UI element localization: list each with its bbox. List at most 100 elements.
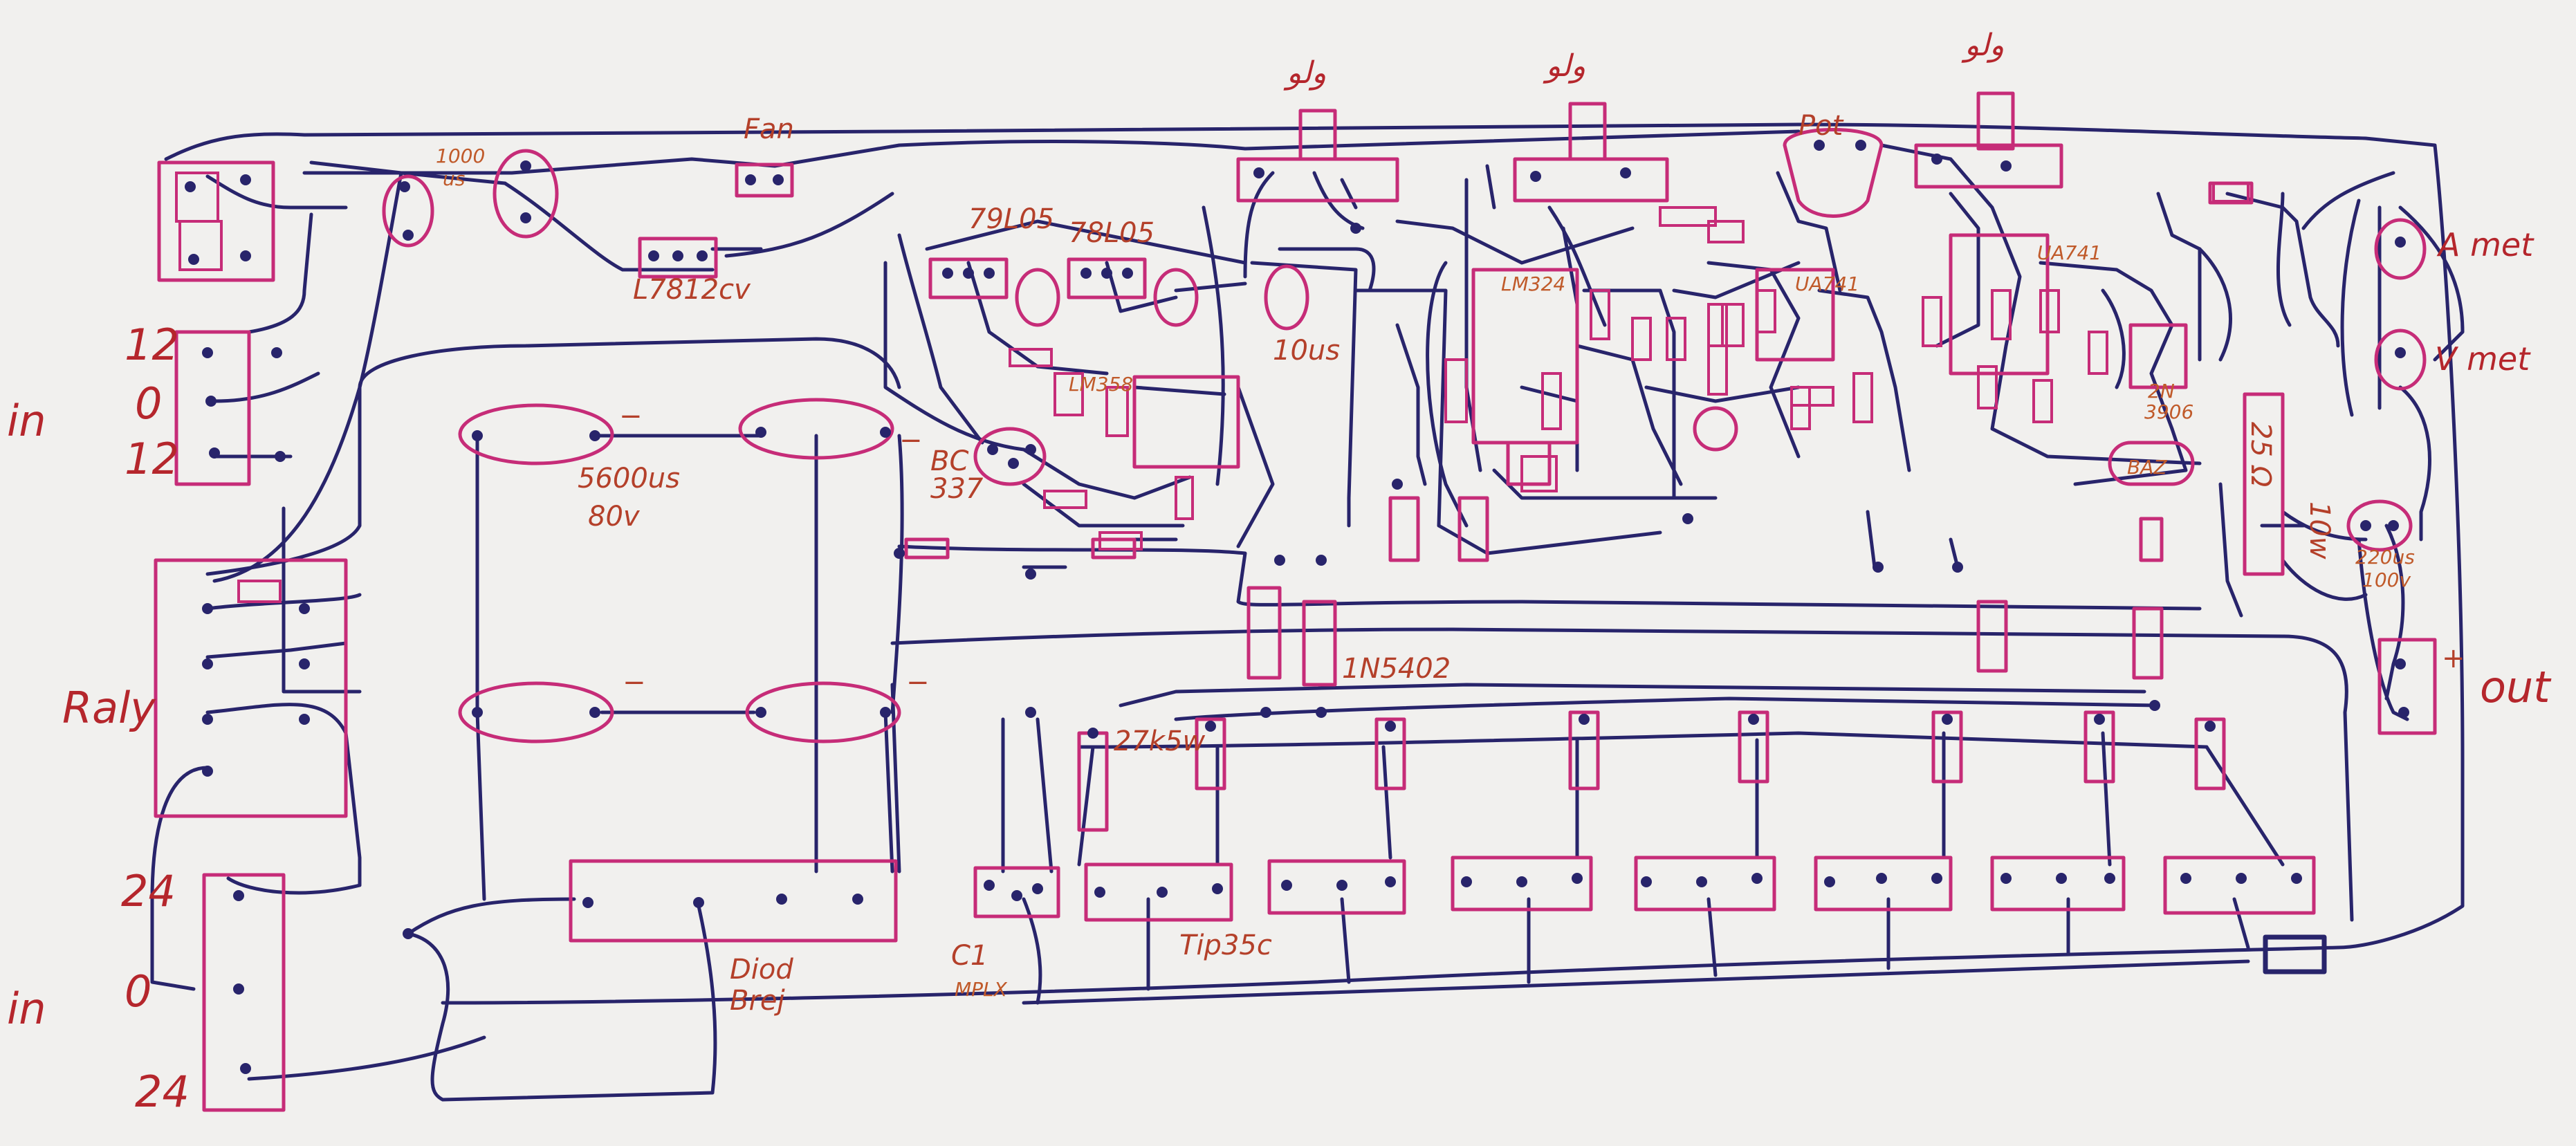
label-relay: Raly — [62, 683, 156, 733]
label-plus-out: + — [2442, 643, 2465, 674]
relay — [154, 558, 348, 818]
capacitor-10us — [1264, 264, 1309, 331]
label-in-bottom: in — [7, 983, 46, 1034]
label-ua741-middle: UA741 — [1795, 272, 1859, 295]
label-urdu-pot-1: ولو — [1283, 55, 1326, 91]
label-diode-bridge-b: Brej — [730, 985, 785, 1017]
capacitor-5600us-2 — [738, 398, 894, 460]
label-l7812cv: L7812cv — [633, 274, 751, 306]
label-lm358: LM358 — [1069, 373, 1133, 396]
label-cap-1000-unit: us — [443, 167, 465, 190]
emitter-resistor-7 — [2194, 717, 2226, 791]
label-urdu-pot-3: ولو — [1961, 28, 2004, 63]
capacitor-5600us-3 — [458, 681, 614, 743]
label-minus-3: − — [623, 667, 646, 699]
transistor-tip35c-7 — [2163, 856, 2316, 915]
label-tip35c: Tip35c — [1179, 930, 1272, 961]
diode-1n5402-2 — [1302, 600, 1337, 687]
label-12v-top: 12 — [125, 320, 179, 370]
shunt-block — [2263, 934, 2327, 974]
label-24v-bottom: 24 — [135, 1066, 190, 1117]
transistor-tip35c-1 — [1084, 862, 1233, 922]
diode-1n5402-1 — [1246, 586, 1282, 680]
diode-bridge — [569, 859, 898, 943]
regulator-78l05 — [1067, 257, 1147, 299]
label-fan: Fan — [744, 113, 794, 145]
label-79l05: 79L05 — [968, 203, 1054, 235]
transistor-tip35c-5 — [1814, 856, 1953, 912]
fan-connector — [735, 163, 794, 198]
label-0v-bottom: 0 — [125, 966, 151, 1017]
emitter-resistor-1 — [1195, 717, 1226, 791]
output-terminal — [2377, 638, 2437, 735]
label-voltmeter: V met — [2435, 340, 2531, 378]
transistor-c1-mplx — [973, 866, 1060, 918]
voltmeter — [2374, 329, 2427, 391]
emitter-resistor-5 — [1931, 710, 1963, 784]
label-minus-2: − — [899, 425, 923, 456]
label-pot: Pot — [1798, 110, 1844, 142]
input-switch-block — [157, 160, 275, 282]
label-buzzer: BAZ — [2127, 456, 2167, 479]
label-lm324: LM324 — [1501, 272, 1565, 295]
label-100v: 100v — [2362, 569, 2411, 591]
ic-ua741-right — [1949, 233, 2050, 376]
label-80v: 80v — [588, 501, 641, 533]
resistor-25ohm-10w — [2243, 392, 2285, 576]
transistor-tip35c-2 — [1267, 859, 1406, 915]
potentiometer-3-body — [1914, 143, 2063, 189]
label-0v-top: 0 — [135, 378, 162, 429]
label-minus-1: − — [619, 400, 643, 432]
transistor-tip35c-6 — [1990, 856, 2126, 912]
transistor-bc337 — [973, 427, 1047, 486]
ammeter — [2374, 218, 2427, 280]
label-out: out — [2480, 662, 2552, 712]
label-1n5402: 1N5402 — [1342, 653, 1451, 685]
labels: in 12 0 12 Raly 24 in 0 24 1000 us Fan L… — [7, 28, 2552, 1117]
label-in-top: in — [7, 396, 46, 446]
emitter-resistor-2 — [1374, 717, 1406, 791]
label-337: 337 — [930, 473, 984, 505]
label-urdu-pot-2: ولو — [1543, 48, 1585, 84]
label-10w: 10w — [2303, 501, 2335, 560]
label-220us: 220us — [2355, 546, 2415, 569]
label-ua741-right: UA741 — [2037, 241, 2101, 264]
transistor-tip35c-4 — [1634, 856, 1776, 912]
input-terminal-24v — [202, 873, 286, 1112]
regulator-79l05 — [928, 257, 1009, 299]
label-10us: 10us — [1273, 335, 1340, 367]
label-27k5w: 27k5w — [1114, 726, 1206, 757]
label-78l05: 78L05 — [1069, 217, 1154, 249]
label-bc: BC — [930, 445, 968, 477]
emitter-resistor-6 — [2083, 710, 2115, 784]
label-3906: 3906 — [2144, 400, 2193, 423]
capacitor-1000us — [382, 174, 434, 248]
emitter-resistor-4 — [1738, 710, 1769, 784]
label-diode-bridge-a: Diod — [730, 954, 793, 986]
capacitor-5600us-1 — [458, 403, 614, 465]
label-2n: 2N — [2148, 380, 2175, 403]
transistor-tip35c-3 — [1451, 856, 1593, 912]
buzzer — [2108, 441, 2195, 486]
wiring — [150, 122, 2465, 1102]
junctions — [185, 140, 2409, 1074]
capacitor-5600us-4 — [745, 681, 901, 743]
label-25ohm: 25 Ω — [2245, 422, 2276, 488]
label-24v-top: 24 — [121, 866, 176, 916]
trimmer-pot — [1783, 128, 1884, 218]
label-cap-1000: 1000 — [436, 145, 485, 167]
regulator-l7812cv — [638, 237, 718, 279]
transistor-2n3906 — [2128, 323, 2188, 389]
label-c1: C1 — [951, 940, 988, 972]
capacitor-220us — [2346, 499, 2413, 552]
components — [154, 91, 2437, 1112]
label-5600us: 5600us — [578, 463, 680, 495]
ic-lm358 — [1132, 375, 1240, 469]
emitter-resistor-3 — [1568, 710, 1600, 791]
label-mplx: MPLX — [955, 978, 1008, 1001]
label-12v-bottom: 12 — [125, 434, 179, 484]
label-minus-4: − — [906, 667, 930, 699]
input-terminal-12v — [174, 330, 251, 486]
ic-ua741-middle — [1755, 268, 1835, 362]
